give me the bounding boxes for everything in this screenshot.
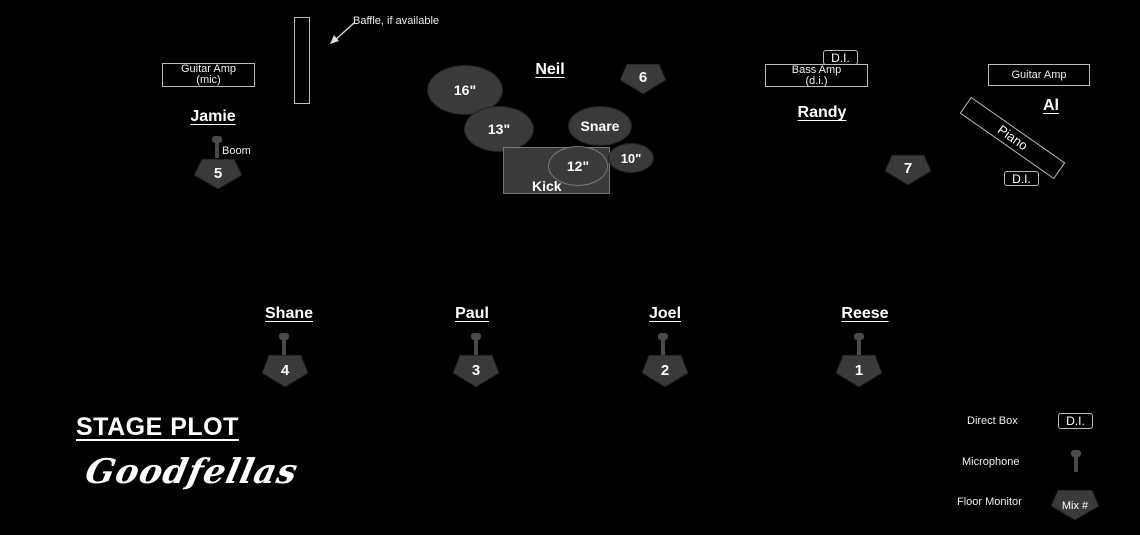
monitor-number: 7 [903,160,913,177]
player-al: Al [1043,97,1059,114]
tom-10: 10" [608,143,654,173]
guitar-amp-left-sublabel: (mic) [196,74,221,86]
player-randy: Randy [797,104,847,121]
guitar-amp-left: Guitar Amp (mic) [162,63,255,87]
guitar-amp-right: Guitar Amp [988,64,1090,86]
guitar-amp-left-label: Guitar Amp [180,63,237,75]
microphone-icon [212,136,222,158]
monitor-number: 4 [280,362,290,379]
floor-monitor-3: 3 [453,355,499,387]
direct-box-bass: D.I. [823,50,858,65]
baffle [294,17,310,104]
legend-microphone-label: Microphone [962,456,1020,468]
bass-amp: Bass Amp (d.i.) [765,64,868,87]
tom-12: 12" [548,146,608,186]
guitar-amp-right-label: Guitar Amp [1011,68,1067,81]
player-shane: Shane [264,305,314,322]
floor-monitor-5: 5 [194,159,242,189]
legend-direct-box-symbol: D.I. [1058,413,1093,429]
player-jamie: Jamie [190,108,236,125]
monitor-mix-label: Mix # [1061,500,1089,512]
drum-label: 10" [620,150,642,166]
floor-monitor-4: 4 [262,355,308,387]
player-joel: Joel [648,305,682,322]
floor-monitor-7: 7 [885,155,931,185]
drum-label: Snare [580,118,620,134]
boom-label: Boom [222,145,251,157]
legend-direct-box-label: Direct Box [967,415,1018,427]
player-paul: Paul [455,305,489,322]
bass-amp-label: Bass Amp [791,63,842,76]
kick-label: Kick [532,178,562,194]
legend-floor-monitor-label: Floor Monitor [957,496,1022,508]
microphone-icon [471,333,481,355]
baffle-label: Baffle, if available [353,15,440,27]
floor-monitor-2: 2 [642,355,688,387]
tom-13: 13" [464,106,534,152]
microphone-icon [1071,450,1081,472]
piano-label: Piano [994,121,1031,154]
page-title: STAGE PLOT [76,413,239,441]
legend-floor-monitor-symbol: Mix # [1051,490,1099,520]
microphone-icon [279,333,289,355]
monitor-number: 3 [471,362,481,379]
band-name: Goodfellas [81,452,302,492]
floor-monitor-6: 6 [620,64,666,94]
snare: Snare [568,106,632,146]
monitor-number: 5 [213,165,223,182]
baffle-arrow-icon [330,22,355,44]
monitor-number: 6 [638,69,648,86]
monitor-number: 1 [854,362,864,379]
monitor-number: 2 [660,362,670,379]
microphone-icon [854,333,864,355]
drum-label: 13" [487,121,511,137]
drum-label: 16" [453,82,477,98]
player-neil: Neil [535,61,565,78]
drum-label: 12" [566,158,590,174]
direct-box-piano: D.I. [1004,171,1039,186]
floor-monitor-1: 1 [836,355,882,387]
bass-amp-sublabel: (d.i.) [805,74,828,87]
player-reese: Reese [841,305,889,322]
microphone-icon [658,333,668,355]
